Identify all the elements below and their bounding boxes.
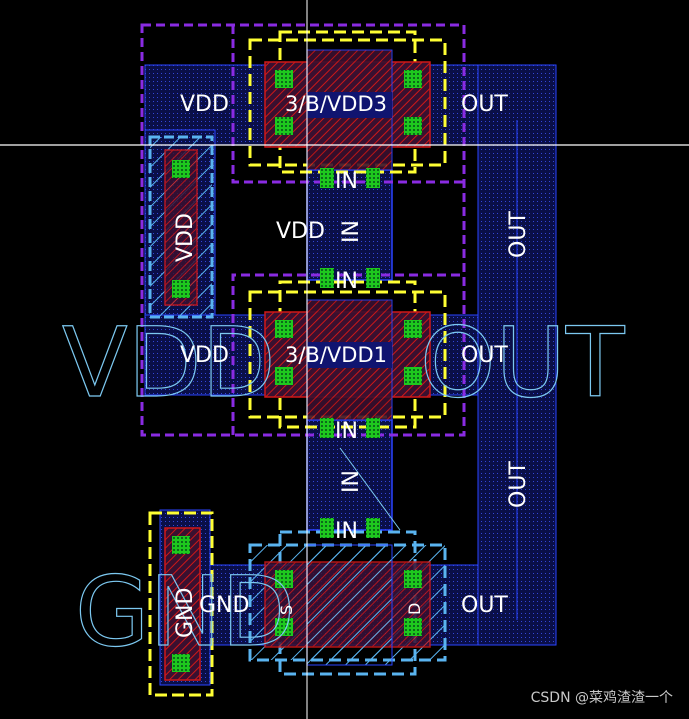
label-in-top-gate: IN	[335, 169, 358, 194]
gate-contact	[320, 418, 334, 438]
contact	[172, 536, 190, 554]
label-vdd-mid: VDD	[276, 219, 325, 244]
label-in-vertical-low: IN	[339, 470, 364, 493]
label-pmos-mid-gate: 3/B/VDD1	[285, 343, 387, 367]
svg-text:VDD: VDD	[62, 307, 276, 419]
label-vdd-mid-rail: VDD	[180, 343, 229, 368]
label-in-pmos2-top: IN	[335, 269, 358, 294]
contact	[404, 367, 422, 385]
vdd-body-tap[interactable]	[148, 135, 214, 319]
gate-contact	[366, 168, 380, 188]
contact	[275, 70, 293, 88]
tap-active	[164, 149, 198, 306]
gate-contact	[366, 418, 380, 438]
gate-label-bg	[307, 92, 392, 118]
contact	[404, 618, 422, 636]
poly-gate	[306, 544, 393, 666]
nwell-boundary	[140, 23, 466, 437]
label-nmos-drain: D	[405, 603, 424, 615]
label-in-vertical-mid: IN	[339, 220, 364, 243]
pin-label-vdd: VDD	[61, 306, 276, 419]
gate-contact	[366, 518, 380, 538]
label-in-nmos-top: IN	[335, 519, 358, 544]
gate-contact	[320, 168, 334, 188]
label-gnd-rail: GND	[199, 593, 249, 618]
contact	[404, 320, 422, 338]
label-out-top: OUT	[461, 92, 508, 117]
label-vdd-tap: VDD	[173, 213, 198, 262]
contact	[275, 320, 293, 338]
label-in-pmos2-bottom: IN	[335, 419, 358, 444]
label-pmos-top-gate: 3/B/VDD3	[285, 92, 387, 116]
gate-contact	[366, 268, 380, 288]
label-out-mid-rail: OUT	[461, 343, 508, 368]
watermark: CSDN @菜鸡渣渣一个	[530, 690, 673, 706]
pin-label-out: OUT	[419, 306, 625, 419]
contact	[404, 70, 422, 88]
nmos-bottom[interactable]	[248, 518, 447, 676]
label-out-bottom-rail: OUT	[461, 593, 508, 618]
label-out-vertical-bottom: OUT	[506, 461, 531, 508]
gnd-body-tap[interactable]	[148, 511, 214, 697]
pmos-top[interactable]	[248, 30, 447, 188]
gate-contact	[320, 268, 334, 288]
gate-label-bg	[307, 342, 392, 368]
contact	[275, 570, 293, 588]
contact	[172, 280, 190, 298]
svg-text:GND: GND	[75, 556, 295, 668]
gate-contact	[320, 518, 334, 538]
pin-label-gnd: GND	[74, 555, 295, 668]
contact	[404, 117, 422, 135]
contact	[404, 570, 422, 588]
label-gnd-tap: GND	[173, 588, 198, 638]
in-guide-line	[339, 447, 401, 531]
label-vdd-top: VDD	[180, 92, 229, 117]
label-nmos-source: S	[277, 605, 296, 615]
contact	[172, 654, 190, 672]
contact	[275, 117, 293, 135]
contact	[275, 618, 293, 636]
label-out-vertical-top: OUT	[506, 211, 531, 258]
pimplant-tap	[148, 511, 214, 697]
svg-text:OUT: OUT	[420, 307, 625, 419]
contact	[172, 160, 190, 178]
contact	[275, 367, 293, 385]
